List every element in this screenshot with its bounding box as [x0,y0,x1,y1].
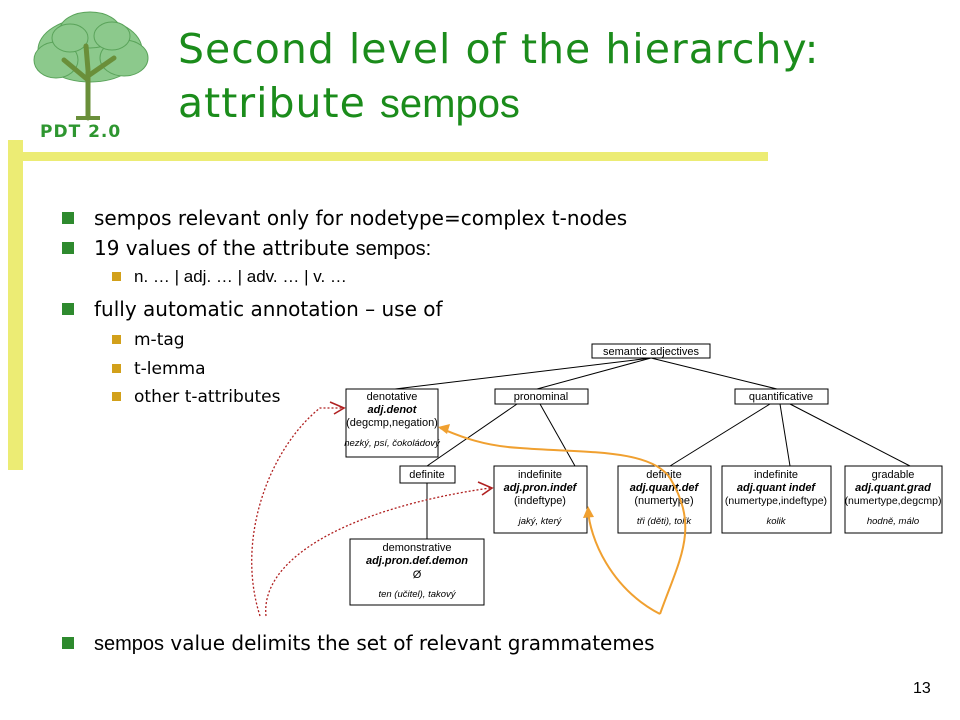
node-demonstrative-examples: ten (učitel), takový [378,589,456,600]
node-definite [399,465,456,484]
node-indefinite-pron-examples: jaký, který [517,516,563,527]
tree-logo-icon [33,11,149,121]
node-gradable-code: adj.quant.grad [855,482,931,494]
node-pronominal-label: pronominal [514,391,568,403]
node-denotative-code: adj.denot [368,404,418,416]
node-gradable-params: (numertype,degcmp) [845,495,942,507]
node-denotative [345,388,439,458]
bullet-19-values: 19 values of the attribute sempos: [61,236,432,261]
sub-bullet-values: n. … | adj. … | adv. … | v. … [112,267,347,286]
bullet-sempos-relevant: sempos relevant only for nodetype=comple… [61,206,628,230]
red-dotted-arrows [251,407,491,617]
node-denotative-params: (degcmp,negation) [346,417,438,429]
node-denotative-examples: hezký, psí, čokoládový [344,438,441,449]
red-arrowheads [329,401,494,496]
node-quant-indefinite-code: adj.quant indef [737,482,817,494]
bullet-19-values-a: 19 values of the attribute [94,236,356,260]
node-definite-label: definite [409,469,444,481]
node-quant-definite-label: definite [646,469,681,481]
sempos-hierarchy-diagram: semantic adjectives denotative adj.denot… [251,343,943,617]
node-quant-definite-code: adj.quant.def [630,482,700,494]
bullet-sempos-delimits: sempos value delimits the set of relevan… [62,631,655,656]
node-quant-definite-examples: tři (děti), tolik [637,516,693,527]
bullet-automatic-annotation: fully automatic annotation – use of [62,297,443,321]
tree-connectors [394,357,911,539]
node-quant-indefinite [721,465,832,534]
orange-arrows [439,427,687,615]
node-denotative-label: denotative [367,391,418,403]
node-demonstrative-params: Ø [413,569,422,581]
title-line-2b: sempos [379,82,520,126]
node-quant-definite-params: (numertype) [634,495,693,507]
node-gradable-label: gradable [872,469,915,481]
node-demonstrative-label: demonstrative [382,542,451,554]
top-decor-bar [8,152,768,161]
node-semantic-adjectives-label: semantic adjectives [603,346,699,358]
node-gradable-examples: hodně, málo [867,516,919,527]
node-demonstrative-code: adj.pron.def.demon [366,555,468,567]
title-line-2: attribute sempos [178,76,819,139]
node-semantic-adjectives [591,343,711,359]
sub-bullet-m-tag: m-tag [112,330,185,350]
left-decor-bar [8,140,23,470]
title-line-2a: attribute [178,79,380,127]
node-pronominal [494,388,589,405]
sub-bullet-t-lemma: t-lemma [112,359,206,379]
page-number: 13 [913,680,931,697]
orange-arrowheads [438,424,594,518]
bullet-19-values-b: sempos: [355,238,432,260]
sub-bullet-other-t-attributes: other t-attributes [112,387,281,407]
bullet-sempos-delimits-a: sempos [94,633,165,655]
node-quant-indefinite-params: (numertype,indeftype) [725,495,827,507]
node-indefinite-pron-code: adj.pron.indef [504,482,578,494]
node-quantificative-label: quantificative [749,391,813,403]
node-quant-definite [617,465,712,534]
node-indefinite-pron-label: indefinite [518,469,562,481]
node-indefinite-pron [493,465,588,534]
node-quant-indefinite-examples: kolik [766,516,786,527]
node-quant-indefinite-label: indefinite [754,469,798,481]
node-indefinite-pron-params: (indeftype) [514,495,566,507]
node-gradable [844,465,943,534]
title-line-1: Second level of the hierarchy: [178,25,820,73]
page-title: Second level of the hierarchy: attribute… [178,22,819,139]
node-quantificative [734,388,829,405]
logo-text: PDT 2.0 [40,122,122,142]
bullet-sempos-delimits-b: value delimits the set of relevant gramm… [164,631,655,655]
node-demonstrative [349,538,485,606]
